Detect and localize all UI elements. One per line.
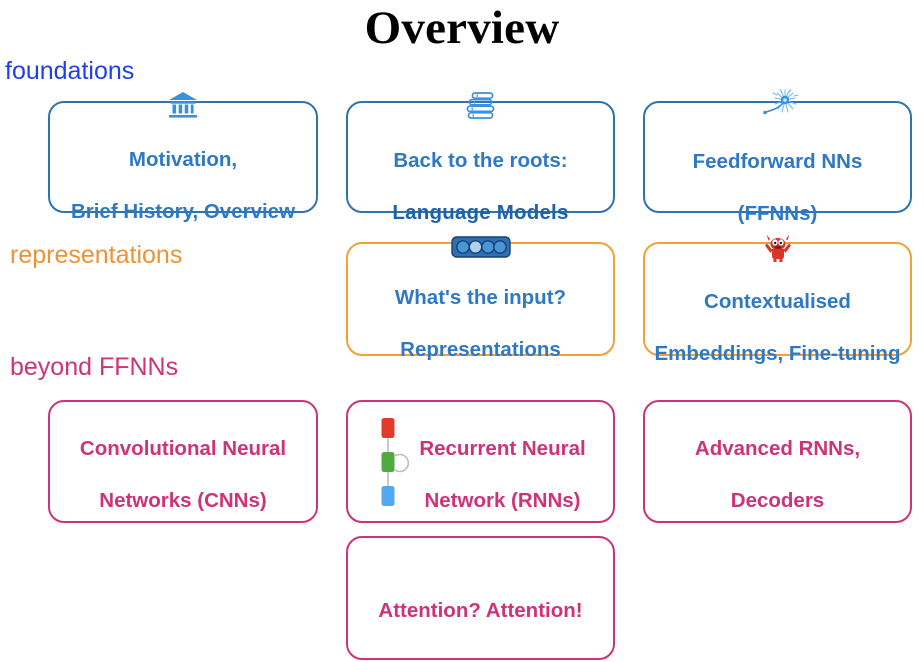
card-cnns[interactable]: Convolutional Neural Networks (CNNs) bbox=[48, 400, 318, 523]
card-contextualised-embeddings-line-1: Contextualised bbox=[704, 289, 851, 313]
page-title: Overview bbox=[364, 2, 560, 54]
neuron-icon bbox=[755, 88, 801, 122]
card-language-models-text: Back to the roots: Language Models bbox=[392, 122, 568, 226]
card-feedforward-nns[interactable]: Feedforward NNs (FFNNs) bbox=[643, 88, 912, 225]
card-cnns-text: Convolutional Neural Networks (CNNs) bbox=[80, 410, 286, 514]
card-contextualised-embeddings[interactable]: Contextualised Embeddings, Fine-tuning bbox=[643, 234, 912, 365]
card-cnns-line-1: Convolutional Neural bbox=[79, 436, 287, 460]
stacked-books-icon bbox=[464, 89, 498, 121]
card-whats-the-input-text: What's the input? Representations bbox=[395, 259, 566, 363]
card-motivation[interactable]: Motivation, Brief History, Overview bbox=[48, 91, 318, 223]
card-motivation-line-1: Motivation, bbox=[128, 147, 238, 171]
card-attention-text: Attention? Attention! bbox=[378, 572, 582, 624]
card-whats-the-input-line-1: What's the input? bbox=[394, 285, 567, 309]
card-feedforward-nns-text: Feedforward NNs (FFNNs) bbox=[693, 123, 863, 227]
card-contextualised-embeddings-line-2: Embeddings, Fine-tuning bbox=[654, 341, 901, 365]
card-advanced-rnns[interactable]: Advanced RNNs, Decoders bbox=[643, 400, 912, 523]
card-advanced-rnns-text: Advanced RNNs, Decoders bbox=[695, 410, 860, 514]
card-language-models[interactable]: Back to the roots: Language Models bbox=[346, 91, 615, 224]
card-whats-the-input-line-2: Representations bbox=[400, 337, 561, 361]
card-rnns[interactable]: Recurrent Neural Network (RNNs) bbox=[346, 400, 615, 523]
card-advanced-rnns-line-2: Decoders bbox=[730, 488, 825, 512]
section-label-foundations: foundations bbox=[5, 57, 135, 85]
card-advanced-rnns-line-1: Advanced RNNs, bbox=[694, 436, 861, 460]
embedding-vector-icon bbox=[450, 235, 511, 258]
rnn-loop-icon bbox=[375, 414, 410, 510]
card-attention-line-1: Attention? Attention! bbox=[378, 599, 583, 622]
card-contextualised-embeddings-text: Contextualised Embeddings, Fine-tuning bbox=[655, 263, 901, 367]
card-feedforward-nns-line-1: Feedforward NNs bbox=[692, 149, 863, 173]
elmo-icon bbox=[761, 232, 795, 262]
section-label-beyond-ffnns: beyond FFNNs bbox=[10, 353, 179, 381]
card-language-models-line-1: Back to the roots: bbox=[393, 148, 568, 172]
card-rnns-line-1: Recurrent Neural bbox=[419, 436, 586, 460]
card-attention[interactable]: Attention? Attention! bbox=[346, 536, 615, 660]
card-language-models-line-2: Language Models bbox=[392, 200, 569, 224]
section-label-representations: representations bbox=[10, 241, 183, 269]
card-rnns-text: Recurrent Neural Network (RNNs) bbox=[419, 410, 585, 514]
card-whats-the-input[interactable]: What's the input? Representations bbox=[346, 235, 615, 361]
card-rnns-line-2: Network (RNNs) bbox=[424, 488, 581, 512]
card-feedforward-nns-line-2: (FFNNs) bbox=[737, 201, 818, 225]
card-cnns-line-2: Networks (CNNs) bbox=[99, 488, 267, 512]
card-motivation-line-2: Brief History, Overview bbox=[70, 199, 296, 223]
card-motivation-text: Motivation, Brief History, Overview bbox=[71, 121, 295, 225]
bank-museum-icon bbox=[166, 90, 200, 120]
